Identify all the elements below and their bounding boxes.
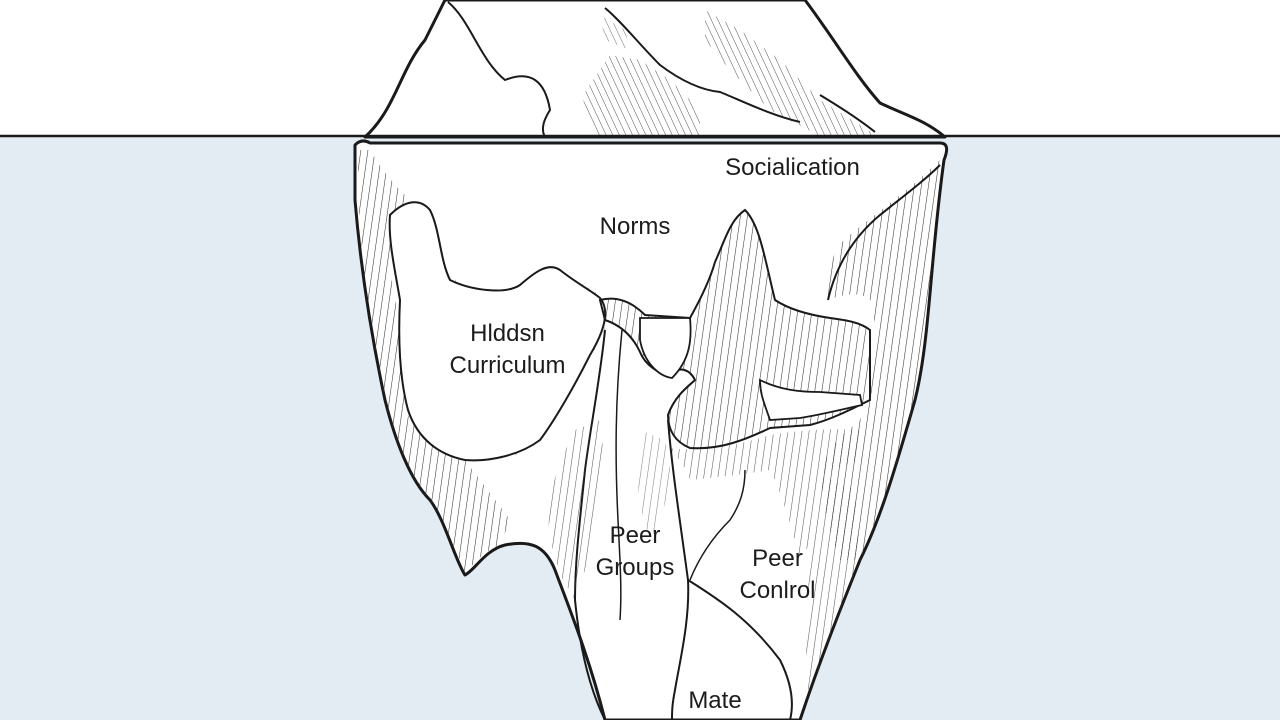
iceberg-body <box>353 139 949 720</box>
label-hidden-curriculum-line1: Hlddsn <box>470 320 545 347</box>
spire-face-2 <box>759 378 864 421</box>
label-peer-control-line1: Peer <box>752 545 803 572</box>
fissure-2 <box>615 329 623 621</box>
spire-face <box>639 317 692 379</box>
label-socialication: Socialication <box>725 154 860 181</box>
tip-ridge-right <box>604 7 801 123</box>
label-hidden-curriculum-line2: Curriculum <box>449 352 566 379</box>
label-peer-groups-line1: Peer <box>609 522 661 549</box>
tip-hatch-3 <box>600 15 630 50</box>
fissure-3 <box>667 419 690 720</box>
label-peer-control: Peer Conlrol <box>715 543 840 607</box>
label-mate: Mate <box>688 687 742 714</box>
hatch-lower-mid <box>668 429 862 560</box>
label-norms: Norms <box>599 213 671 240</box>
fissure-5 <box>689 469 746 581</box>
cave-outline <box>388 201 607 462</box>
tip-hatch-2 <box>705 10 875 136</box>
label-peer-control-line2: Conlrol <box>739 577 816 604</box>
hatch-lower-right <box>805 475 860 690</box>
hatch-lower-left <box>548 420 605 600</box>
tip-ridge-3 <box>819 94 876 133</box>
hatch-left <box>358 150 510 572</box>
tip-hatch-1 <box>583 55 700 137</box>
label-peer-groups: Peer Groups <box>580 520 690 584</box>
tip-ridge-left <box>447 1 552 138</box>
fissure-4 <box>687 579 793 720</box>
label-peer-groups-line2: Groups <box>595 554 675 581</box>
label-hidden-curriculum: Hlddsn Curriculum <box>425 318 590 382</box>
ridge-right <box>827 164 941 301</box>
hatch-peer-groups <box>638 430 672 540</box>
